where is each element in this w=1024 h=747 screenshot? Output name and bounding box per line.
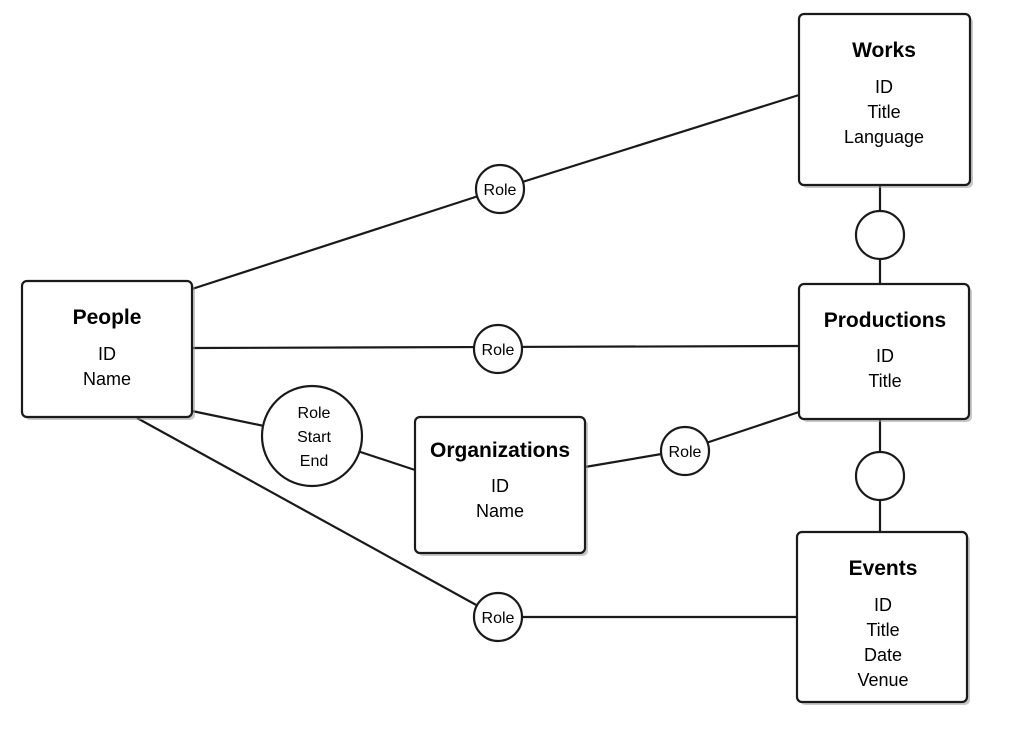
entity-attribute: ID xyxy=(876,346,894,366)
entity-attribute: Language xyxy=(844,127,924,147)
entity-title: Productions xyxy=(824,309,947,332)
rel-label: Role xyxy=(669,444,702,461)
entity-organizations[interactable]: Organizations ID Name xyxy=(413,415,588,556)
entity-attribute: Title xyxy=(866,620,899,640)
entity-attribute: ID xyxy=(491,476,509,496)
rel-label: Start xyxy=(297,429,331,446)
rel-productions-events[interactable] xyxy=(854,450,906,502)
entity-attribute: Name xyxy=(476,501,524,521)
entity-title: Works xyxy=(852,39,916,62)
rel-people-organizations[interactable]: Role Start End xyxy=(260,384,364,488)
entity-box xyxy=(795,530,969,704)
edge-people-events-a xyxy=(136,417,499,618)
rel-people-events[interactable]: Role xyxy=(472,591,524,643)
rel-label: Role xyxy=(482,610,515,627)
entity-attribute: Venue xyxy=(857,670,908,690)
relationship-circle xyxy=(472,323,524,375)
relationship-circle xyxy=(474,163,526,215)
rel-label: Role xyxy=(484,182,517,199)
rel-works-productions[interactable] xyxy=(854,209,906,261)
entity-attribute: ID xyxy=(98,344,116,364)
entity-attribute: Name xyxy=(83,369,131,389)
edge-people-works-a xyxy=(191,187,501,291)
rel-organizations-productions[interactable]: Role xyxy=(659,425,711,477)
relationship-circle xyxy=(854,450,906,502)
entity-events[interactable]: Events ID Title Date Venue xyxy=(795,530,970,705)
entity-box xyxy=(20,279,194,419)
entity-attribute: Title xyxy=(868,371,901,391)
entity-box xyxy=(413,415,587,555)
rel-label: Role xyxy=(482,342,515,359)
entity-attribute: ID xyxy=(874,595,892,615)
relationship-circle xyxy=(854,209,906,261)
entity-attribute: Date xyxy=(864,645,902,665)
edge-people-works-b xyxy=(499,93,800,191)
entity-title: Organizations xyxy=(430,439,570,462)
relationship-circle xyxy=(659,425,711,477)
entity-title: Events xyxy=(849,557,918,580)
entity-works[interactable]: Works ID Title Language xyxy=(797,12,973,188)
entity-title: People xyxy=(73,306,142,329)
relationship-circle xyxy=(472,591,524,643)
relationship-circle xyxy=(260,384,364,488)
entity-attribute: ID xyxy=(875,77,893,97)
entity-attribute: Title xyxy=(867,102,900,122)
entity-productions[interactable]: Productions ID Title xyxy=(797,282,972,422)
rel-label: Role xyxy=(298,405,331,422)
entity-box xyxy=(797,12,972,187)
rel-people-works[interactable]: Role xyxy=(474,163,526,215)
entity-people[interactable]: People ID Name xyxy=(20,279,195,420)
rel-label: End xyxy=(300,453,328,470)
entity-box xyxy=(797,282,971,421)
rel-people-productions[interactable]: Role xyxy=(472,323,524,375)
